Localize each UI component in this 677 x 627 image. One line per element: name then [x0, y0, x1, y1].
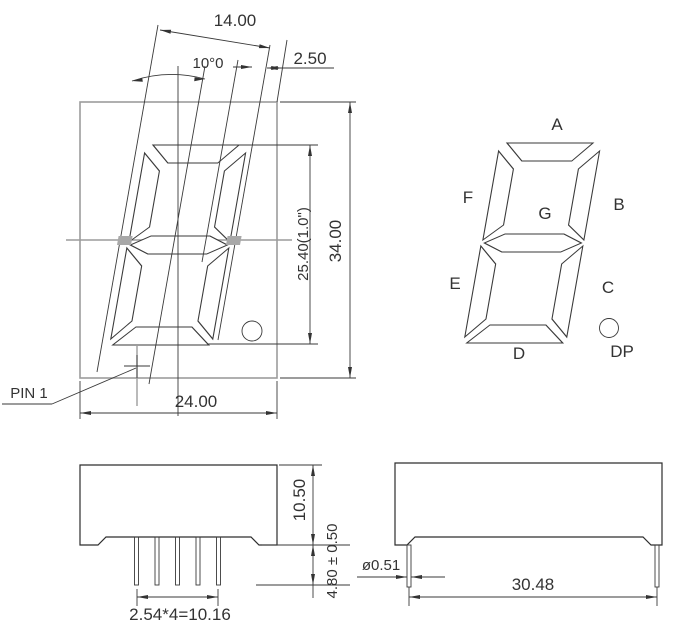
segment-g-label: G: [538, 204, 551, 223]
dim-package-width: 24.00: [79, 381, 278, 419]
segment-b-label: B: [613, 195, 624, 214]
dim-digit-height-label: 25.40(1.0"): [295, 207, 312, 281]
pin1-callout: PIN 1: [2, 344, 150, 406]
dim-lead-length: 4.80 ± 0.50: [256, 524, 350, 599]
seven-segment-digit-labeled: [463, 142, 602, 344]
segment-e-label: E: [449, 274, 460, 293]
lead-pins: [134, 536, 221, 586]
dim-package-height: 34.00: [280, 101, 356, 379]
dim-digit-height: 25.40(1.0"): [208, 144, 318, 345]
package-outline: [79, 101, 278, 379]
segment-f-label: F: [463, 188, 473, 207]
dim-lead-pitch: 2.54*4=10.16: [129, 589, 231, 624]
segment-diagram: A F B G E C D DP: [449, 115, 633, 363]
right-side-view: ø0.51 30.48: [357, 462, 663, 606]
dim-tilt-angle: 10°0: [131, 55, 252, 82]
decimal-point-outline: [599, 318, 619, 338]
centerline-blob-right: [226, 236, 242, 245]
segment-dp-label: DP: [610, 342, 634, 361]
centerline-blob-left: [117, 236, 133, 245]
dim-lead-span-label: 30.48: [512, 575, 555, 594]
dim-tilt-angle-label: 10°0: [192, 55, 223, 72]
dim-lead-pitch-label: 2.54*4=10.16: [129, 605, 231, 624]
dim-body-height-label: 10.50: [290, 479, 309, 522]
front-side-view: 10.50 4.80 ± 0.50 2.54*4=10.16: [79, 464, 350, 624]
segment-a-label: A: [551, 115, 563, 134]
dim-lead-span: 30.48: [408, 575, 658, 606]
dim-package-height-label: 34.00: [326, 220, 345, 263]
dim-lead-diameter-label: ø0.51: [362, 557, 400, 574]
side-body-outline: [79, 464, 278, 546]
dim-digit-width: 14.00: [159, 11, 271, 49]
segment-c-label: C: [602, 278, 614, 297]
dim-lead-diameter: ø0.51: [357, 557, 445, 579]
dim-digit-width-label: 14.00: [214, 11, 257, 30]
dim-package-width-label: 24.00: [175, 392, 218, 411]
dim-dp-offset: 2.50: [267, 49, 334, 70]
pin1-label: PIN 1: [10, 385, 48, 402]
segment-d-label: D: [513, 344, 525, 363]
construction-lines: [96, 24, 288, 416]
dim-body-height: 10.50: [262, 464, 350, 598]
dim-lead-length-label: 4.80 ± 0.50: [324, 524, 341, 599]
side-body-outline: [394, 462, 663, 546]
dim-dp-offset-label: 2.50: [293, 49, 326, 68]
decimal-point-outline: [241, 320, 263, 342]
front-view: 14.00 10°0 2.50 25.40(1.0"): [2, 11, 356, 419]
